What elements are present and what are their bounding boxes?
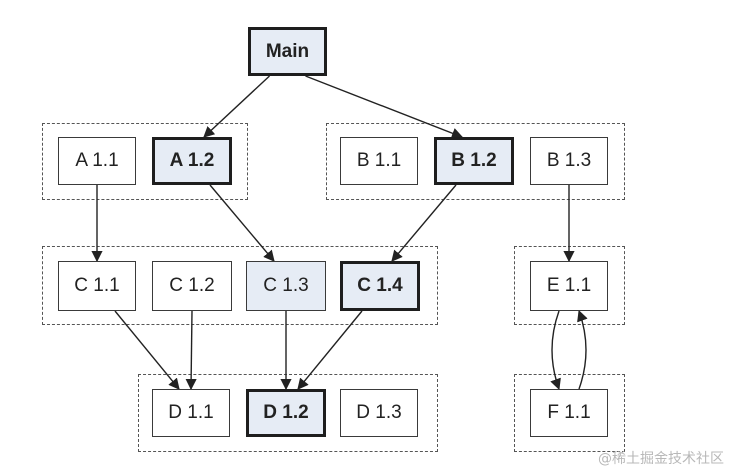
edge-c14-to-d12 [297,310,363,390]
node-a-1-2: A 1.2 [152,137,232,185]
edge-b12-to-c14 [391,184,457,262]
edge-e11-to-f11 [550,310,561,391]
group-f [514,374,625,452]
group-a [42,123,248,200]
edge-main-to-a12 [203,75,270,138]
edge-c11-to-d11 [114,310,180,390]
node-f-1-1: F 1.1 [530,389,608,437]
node-b-1-2: B 1.2 [434,137,514,185]
node-d-1-2: D 1.2 [246,389,326,437]
edge-main-to-b12 [305,75,464,139]
node-c-1-1: C 1.1 [58,261,136,311]
node-b-1-3: B 1.3 [530,137,608,185]
node-c-1-3: C 1.3 [246,261,326,311]
edge-f11-to-e11 [577,309,588,390]
watermark: @稀土掘金技术社区 [598,451,724,467]
node-a-1-1: A 1.1 [58,137,136,185]
node-b-1-1: B 1.1 [340,137,418,185]
edge-a12-to-c13 [209,184,275,262]
group-d [138,374,438,452]
node-d-1-1: D 1.1 [152,389,230,437]
group-b [326,123,625,200]
node-c-1-4: C 1.4 [340,261,420,311]
node-c-1-2: C 1.2 [152,261,232,311]
node-e-1-1: E 1.1 [530,261,608,311]
edge-c12-to-d11 [185,310,197,391]
node-main: Main [248,27,327,76]
node-d-1-3: D 1.3 [340,389,418,437]
group-c [42,246,438,325]
